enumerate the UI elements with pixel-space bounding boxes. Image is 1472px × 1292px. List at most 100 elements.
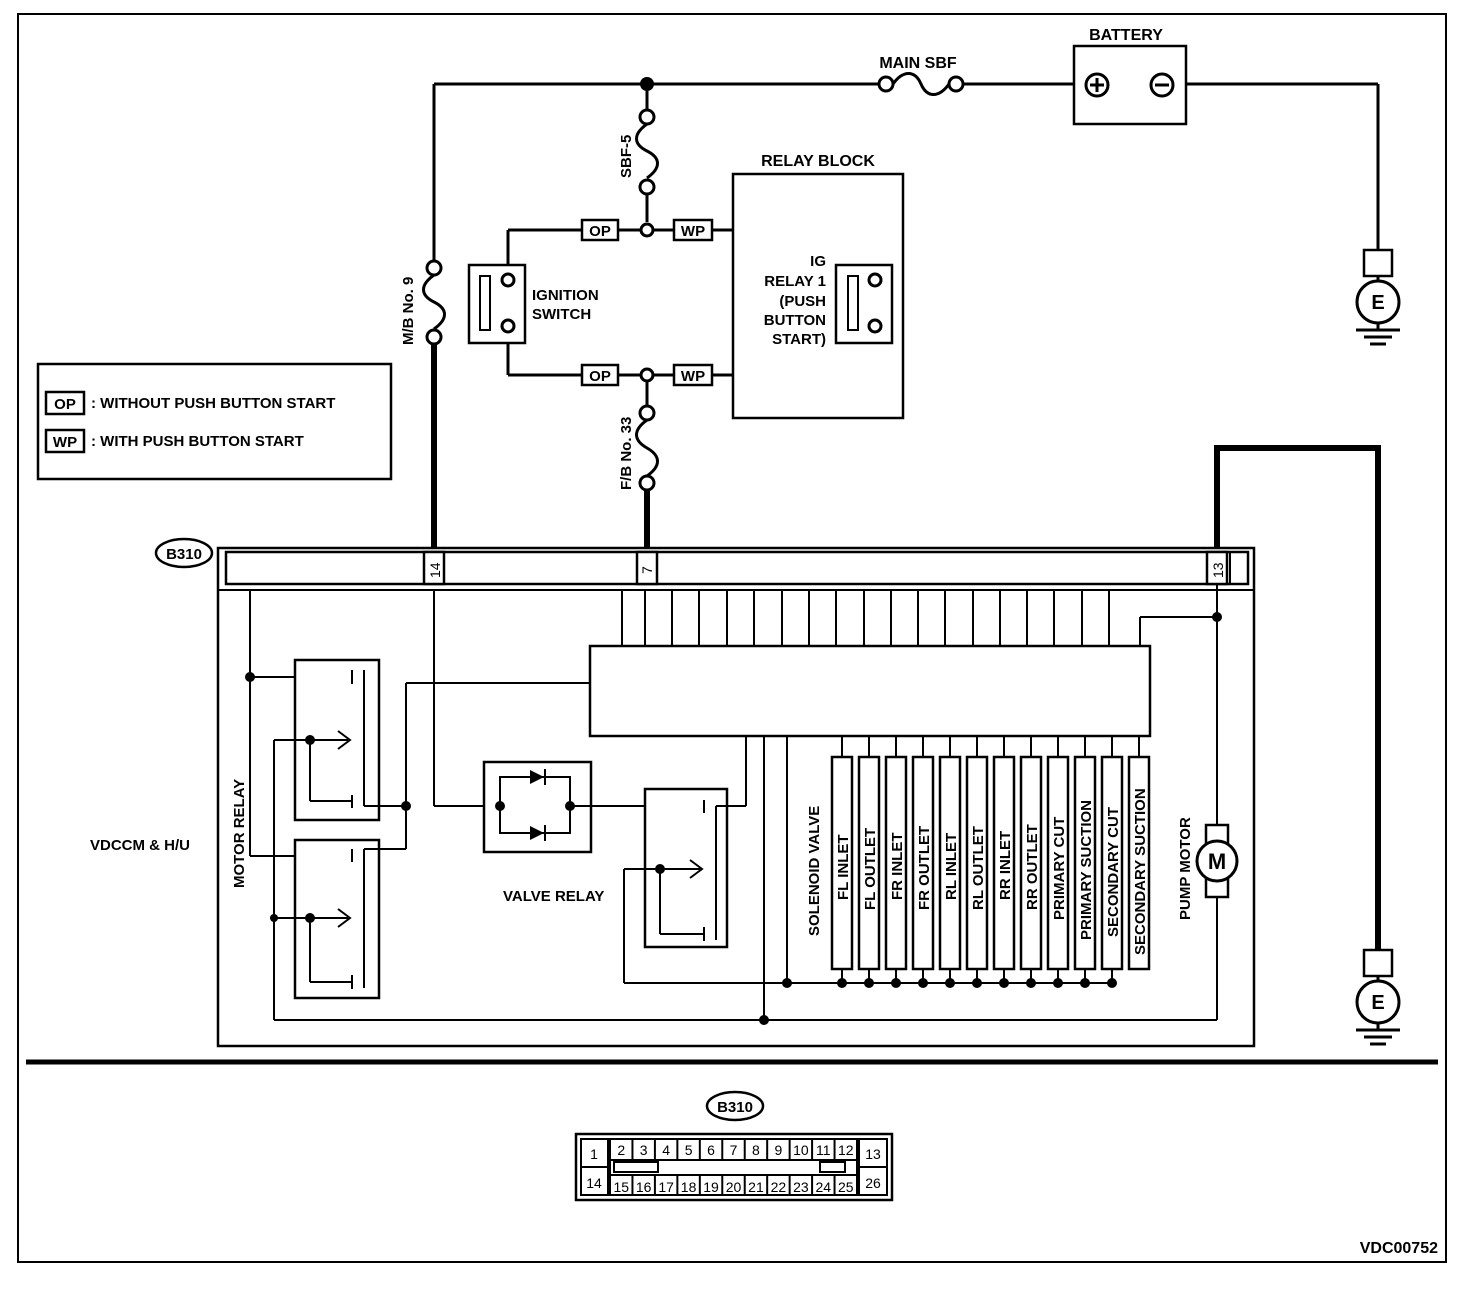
ignition-switch: IGNITION SWITCH <box>467 263 599 345</box>
connector-pin-11: 11 <box>816 1142 831 1158</box>
legend: OP : WITHOUT PUSH BUTTON START WP : WITH… <box>36 362 393 481</box>
ig-relay-label-3: (PUSH <box>779 293 826 310</box>
battery: BATTERY <box>1072 27 1188 126</box>
sbf5-label: SBF-5 <box>618 135 635 178</box>
ground-symbol: E <box>1371 292 1384 314</box>
pin-14 <box>422 550 446 586</box>
svg-text:SECONDARY CUT: SECONDARY CUT <box>1105 807 1122 937</box>
motor-symbol: M <box>1208 849 1226 874</box>
ig-relay-label-5: START) <box>772 331 826 348</box>
motor-relay-label: MOTOR RELAY <box>231 779 248 888</box>
solenoid-valves: FL INLET FL OUTLET FR INLET FR OUTLET RL… <box>830 736 1151 988</box>
connector-pin-13: 13 <box>865 1146 881 1162</box>
svg-text:14: 14 <box>427 562 443 578</box>
pump-motor: M PUMP MOTOR <box>1139 584 1239 1020</box>
svg-text:RR OUTLET: RR OUTLET <box>1024 824 1041 910</box>
mb9-label: M/B No. 9 <box>400 277 417 345</box>
battery-label: BATTERY <box>1089 27 1163 44</box>
connector-face-label: B310 <box>717 1099 753 1116</box>
svg-text:OP: OP <box>589 223 611 240</box>
connector-pin-7: 7 <box>730 1142 738 1158</box>
connector-pin-14: 14 <box>586 1175 602 1191</box>
svg-text:WP: WP <box>681 223 705 240</box>
svg-text:SECONDARY SUCTION: SECONDARY SUCTION <box>1132 788 1149 955</box>
connector-pin-16: 16 <box>636 1179 652 1195</box>
ig-relay-label-4: BUTTON <box>764 312 826 329</box>
connector-pin-4: 4 <box>662 1142 670 1158</box>
valve-relay <box>624 736 747 949</box>
solenoid-valve-label: SOLENOID VALVE <box>806 806 823 936</box>
control-unit <box>588 644 1152 738</box>
connector-pin-1: 1 <box>590 1146 598 1162</box>
svg-text:13: 13 <box>1210 562 1226 578</box>
connector-pin-26: 26 <box>865 1175 881 1191</box>
svg-text:PRIMARY SUCTION: PRIMARY SUCTION <box>1078 800 1095 940</box>
connector-pin-24: 24 <box>816 1179 832 1195</box>
connector-pin-2: 2 <box>617 1142 625 1158</box>
svg-text:FL INLET: FL INLET <box>835 834 852 900</box>
vdccm-module: 14 7 13 B310 VDCCM & H/U <box>90 537 1256 1048</box>
connector-pin-23: 23 <box>793 1179 809 1195</box>
connector-pin-9: 9 <box>775 1142 783 1158</box>
legend-wp-tag <box>44 428 86 454</box>
valve-relay-label: VALVE RELAY <box>503 888 604 905</box>
connector-pin-17: 17 <box>658 1179 674 1195</box>
motor-relay-2 <box>270 838 406 1000</box>
connector-pin-18: 18 <box>681 1179 697 1195</box>
wp-tag-upper <box>672 218 714 242</box>
mb9-branch: M/B No. 9 <box>400 84 446 552</box>
connector-pin-10: 10 <box>793 1142 809 1158</box>
svg-text:OP: OP <box>589 368 611 385</box>
pump-ground-wire: E <box>1214 445 1401 1046</box>
connector-pin-8: 8 <box>752 1142 760 1158</box>
svg-text:FR INLET: FR INLET <box>889 833 906 901</box>
connector-pin-15: 15 <box>613 1179 629 1195</box>
ignition-switch-label-2: SWITCH <box>532 306 591 323</box>
pump-motor-label: PUMP MOTOR <box>1177 817 1194 920</box>
connector-pin-3: 3 <box>640 1142 648 1158</box>
relay-block-title: RELAY BLOCK <box>761 153 875 170</box>
op-tag-lower <box>580 363 620 387</box>
svg-text:RR INLET: RR INLET <box>997 831 1014 900</box>
fb33-label: F/B No. 33 <box>618 417 635 490</box>
diagram-id: VDC00752 <box>1360 1240 1438 1257</box>
ig-relay-label-2: RELAY 1 <box>764 273 826 290</box>
connector-pin-21: 21 <box>748 1179 764 1195</box>
ig-relay-label-1: IG <box>810 253 826 270</box>
b310-oval <box>154 537 214 569</box>
svg-text:WP: WP <box>53 434 77 451</box>
connector-pin-22: 22 <box>771 1179 787 1195</box>
connector-pin-6: 6 <box>707 1142 715 1158</box>
legend-op-text: : WITHOUT PUSH BUTTON START <box>91 395 335 412</box>
connector-pin-25: 25 <box>838 1179 854 1195</box>
svg-text:7: 7 <box>639 566 655 574</box>
svg-text:RL OUTLET: RL OUTLET <box>970 826 987 910</box>
ignition-switch-label-1: IGNITION <box>532 287 599 304</box>
pin-7 <box>635 550 659 586</box>
svg-text:RL INLET: RL INLET <box>943 833 960 900</box>
fb33-branch: F/B No. 33 <box>618 381 659 552</box>
svg-text:FL OUTLET: FL OUTLET <box>862 828 879 910</box>
main-sbf-label: MAIN SBF <box>879 55 957 72</box>
svg-text:OP: OP <box>54 396 76 413</box>
relay-block: RELAY BLOCK IG RELAY 1 (PUSH BUTTON STAR… <box>731 153 905 420</box>
op-tag-upper <box>580 218 620 242</box>
connector-pin-12: 12 <box>838 1142 854 1158</box>
outer-frame <box>17 13 1447 1263</box>
control-unit-pins <box>621 590 1110 646</box>
ground-top: E <box>1355 248 1401 346</box>
svg-text:PRIMARY CUT: PRIMARY CUT <box>1051 817 1068 920</box>
connector-pin-19: 19 <box>703 1179 719 1195</box>
connector-face-label-oval <box>705 1090 765 1122</box>
svg-text:WP: WP <box>681 368 705 385</box>
svg-text:B310: B310 <box>166 546 202 563</box>
legend-op-tag <box>44 390 86 416</box>
ground-symbol-lower: E <box>1371 992 1384 1014</box>
svg-text:FR OUTLET: FR OUTLET <box>916 826 933 910</box>
power-feed: MAIN SBF BATTERY E <box>434 27 1401 346</box>
legend-wp-text: : WITH PUSH BUTTON START <box>91 433 304 450</box>
